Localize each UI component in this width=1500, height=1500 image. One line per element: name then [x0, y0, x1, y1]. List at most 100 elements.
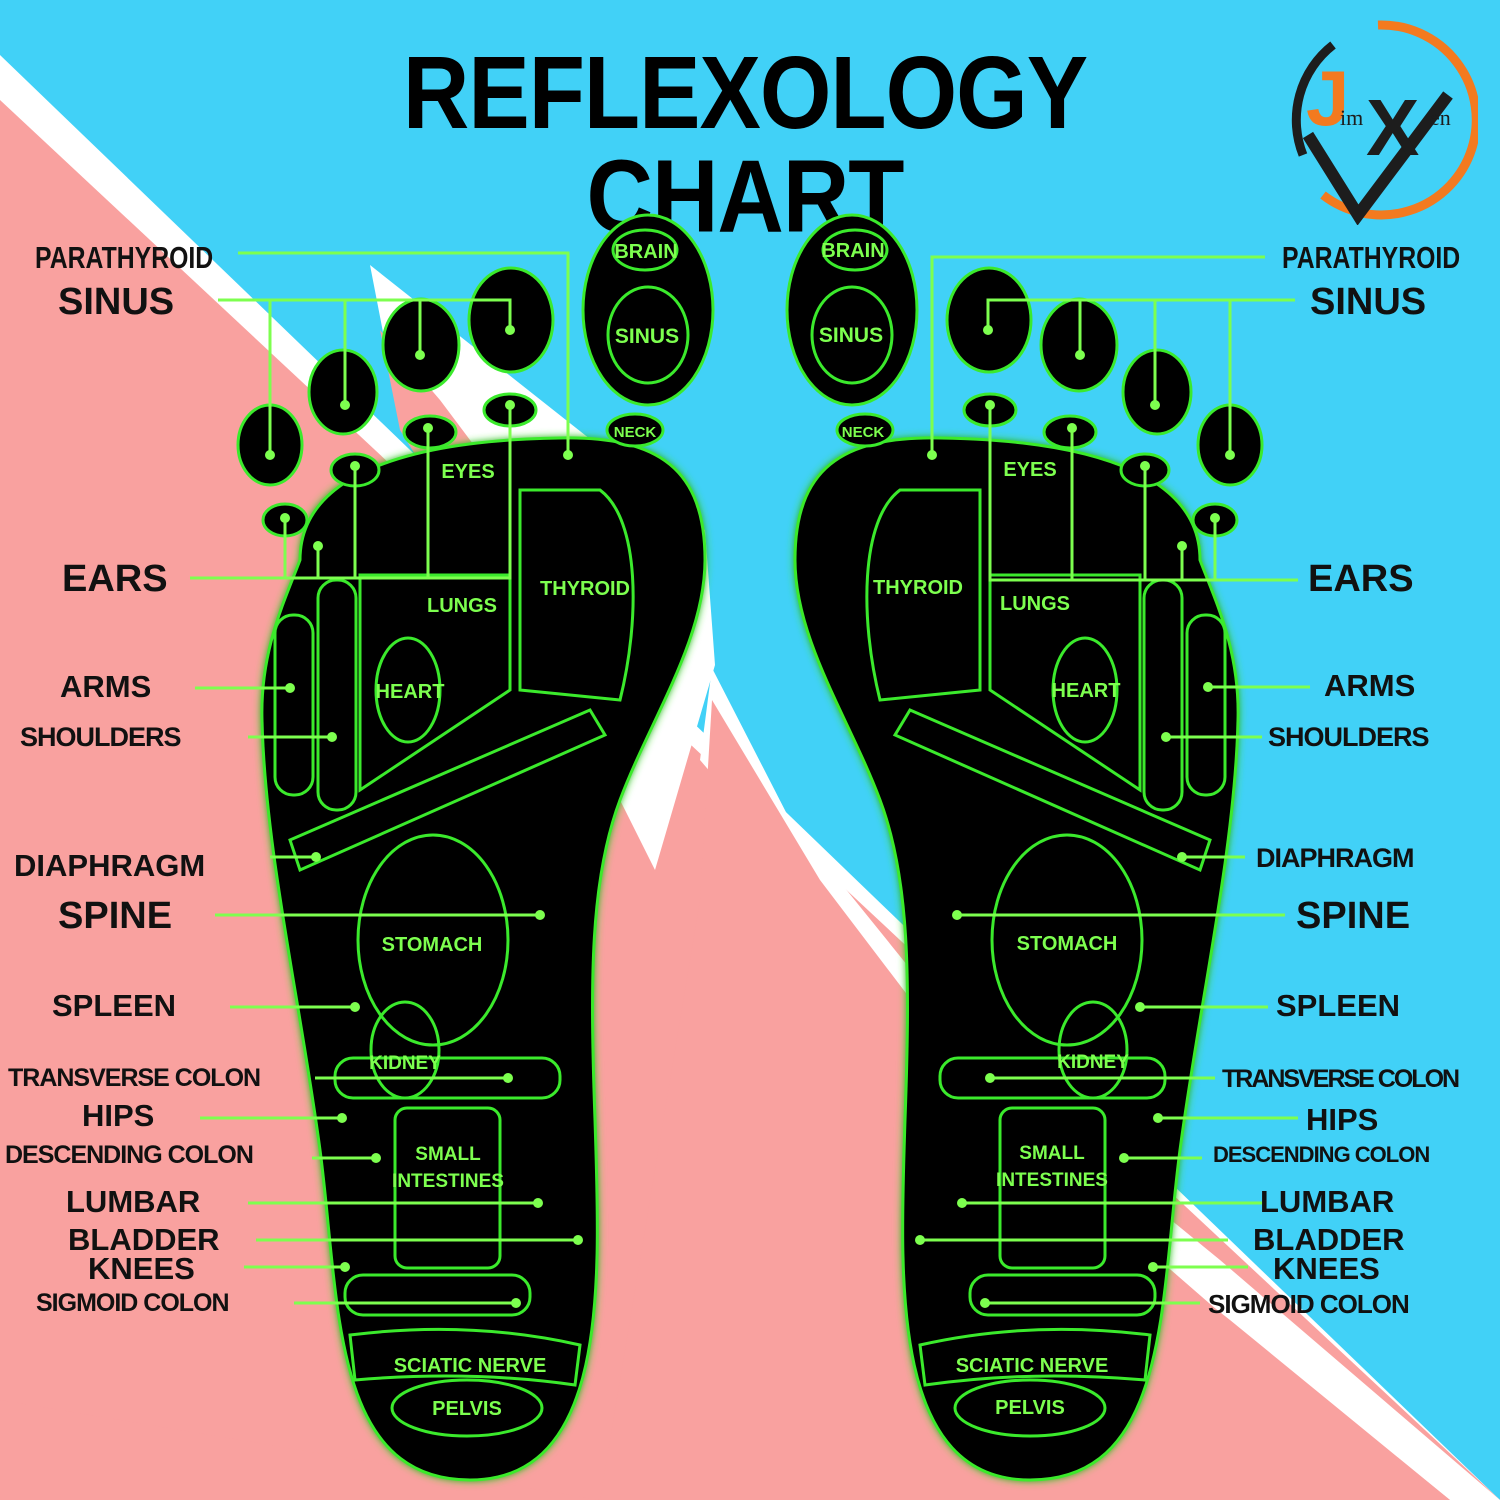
- right-small-label: SMALL: [1019, 1143, 1085, 1164]
- left-label-parathyroid: PARATHYROID: [35, 240, 214, 275]
- right-stomach-zone: [990, 833, 1144, 1047]
- left-stomach-label: STOMACH: [382, 934, 483, 956]
- left-label-lumbar: LUMBAR: [66, 1184, 201, 1219]
- right-pelvis-label: PELVIS: [995, 1397, 1065, 1419]
- right-neck-label: NECK: [842, 424, 885, 441]
- logo-orange-arc: [1320, 20, 1478, 220]
- right-brain-label: BRAIN: [821, 240, 884, 262]
- right-label-diaphragm: DIAPHRAGM: [1256, 843, 1414, 873]
- left-sciatic-zone: [348, 1327, 582, 1387]
- right-heart-label: HEART: [1052, 680, 1121, 702]
- right-ears-connector: [988, 405, 1298, 582]
- left-label-transverse-colon: TRANSVERSE COLON: [8, 1064, 261, 1092]
- left-pelvis-zone: [390, 1378, 544, 1438]
- right-kidney-label: KIDNEY: [1057, 1052, 1129, 1073]
- right-thyroid-zone: [865, 488, 982, 702]
- right-label-spleen: SPLEEN: [1276, 988, 1401, 1023]
- left-parathyroid-connector: [238, 251, 570, 455]
- right-intestines-label: INTESTINES: [996, 1170, 1108, 1191]
- right-sciatic-zone: [918, 1327, 1152, 1387]
- left-thyroid-zone: [518, 488, 635, 702]
- left-label-spleen: SPLEEN: [52, 988, 177, 1023]
- left-diaphragm-band: [288, 708, 608, 873]
- left-label-diaphragm: DIAPHRAGM: [14, 848, 206, 883]
- left-pelvis-label: PELVIS: [432, 1398, 502, 1420]
- left-intestines-label: INTESTINES: [392, 1171, 504, 1192]
- right-sinus-zone: [810, 285, 894, 385]
- right-label-sinus: SINUS: [1310, 281, 1427, 323]
- right-label-arms: ARMS: [1324, 668, 1416, 703]
- right-label-descending-colon: DESCENDING COLON: [1213, 1142, 1430, 1167]
- left-ears-connector: [190, 405, 512, 580]
- right-pelvis-zone: [953, 1378, 1107, 1438]
- left-lungs-zone: [358, 573, 512, 793]
- left-arm-zone: [273, 613, 315, 797]
- left-sciatic-label: SCIATIC NERVE: [394, 1355, 547, 1377]
- left-small-label: SMALL: [415, 1144, 481, 1165]
- right-stomach-label: STOMACH: [1017, 933, 1118, 955]
- right-brain-zone: [821, 228, 889, 272]
- right-label-bladder: BLADDER: [1253, 1222, 1405, 1257]
- right-neck-zone: [835, 412, 895, 448]
- left-lungs-label: LUNGS: [427, 595, 497, 617]
- right-small-intestines: [998, 1106, 1107, 1270]
- logo-dark-arc: [1291, 41, 1336, 157]
- left-foot: [236, 213, 715, 1482]
- left-label-arms: ARMS: [60, 669, 152, 704]
- logo-letters-en: en: [1430, 105, 1451, 130]
- right-sciatic-label: SCIATIC NERVE: [956, 1355, 1109, 1377]
- right-sigmoid-colon: [968, 1273, 1157, 1317]
- logo-check-mark: [1302, 91, 1453, 225]
- left-label-sinus: SINUS: [58, 281, 175, 323]
- right-arm-zone: [1185, 613, 1227, 797]
- left-label-shoulders: SHOULDERS: [20, 722, 182, 752]
- left-heart-zone: [374, 636, 442, 744]
- right-label-shoulders: SHOULDERS: [1268, 722, 1430, 752]
- right-eyes-label: EYES: [1003, 459, 1056, 481]
- right-label-sigmoid-colon: SIGMOID COLON: [1208, 1289, 1410, 1319]
- left-stomach-zone: [356, 833, 510, 1047]
- left-sinus-label: SINUS: [615, 325, 679, 348]
- right-big-toe: [785, 213, 919, 407]
- left-sinus-connector: [218, 298, 512, 330]
- left-label-spine: SPINE: [58, 895, 173, 937]
- left-label-hips: HIPS: [82, 1098, 155, 1133]
- right-label-lumbar: LUMBAR: [1260, 1184, 1395, 1219]
- left-brain-zone: [611, 228, 679, 272]
- foot-zone-labels: BRAIN SINUS NECK EYES LUNGS THYROID HEAR…: [369, 240, 1129, 1420]
- left-label-sigmoid-colon: SIGMOID COLON: [36, 1289, 230, 1317]
- logo-letters-im: im: [1340, 105, 1363, 130]
- left-shoulder-zone: [316, 578, 358, 812]
- left-kidney-label: KIDNEY: [369, 1053, 441, 1074]
- logo-letter-j: J: [1306, 54, 1349, 142]
- right-label-transverse-colon: TRANSVERSE COLON: [1222, 1065, 1460, 1093]
- right-sinus-label: SINUS: [819, 324, 883, 347]
- left-neck-label: NECK: [614, 424, 657, 441]
- left-label-knees: KNEES: [88, 1251, 195, 1286]
- left-brain-label: BRAIN: [614, 241, 677, 263]
- left-label-ears: EARS: [62, 558, 168, 600]
- left-sinus-zone: [606, 285, 690, 385]
- left-heart-label: HEART: [376, 681, 445, 703]
- right-lungs-zone: [988, 573, 1142, 793]
- right-label-ears: EARS: [1308, 558, 1414, 600]
- left-thyroid-label: THYROID: [540, 578, 630, 600]
- right-label-knees: KNEES: [1273, 1251, 1380, 1286]
- left-label-bladder: BLADDER: [68, 1222, 220, 1257]
- logo-letter-x: X: [1366, 83, 1419, 172]
- left-label-descending-colon: DESCENDING COLON: [5, 1141, 254, 1169]
- connector-dots: [265, 325, 1235, 1308]
- right-heart-zone: [1051, 636, 1119, 744]
- left-eyes-label: EYES: [441, 461, 494, 483]
- left-small-intestines: [393, 1106, 502, 1270]
- right-label-spine: SPINE: [1296, 895, 1411, 937]
- left-big-toe: [581, 213, 715, 407]
- left-neck-zone: [605, 412, 665, 448]
- right-thyroid-label: THYROID: [873, 577, 963, 599]
- right-toe-4: [1121, 348, 1193, 436]
- brand-logo: J im X en: [1291, 20, 1478, 225]
- right-label-hips: HIPS: [1306, 1102, 1379, 1137]
- right-diaphragm-band: [892, 708, 1212, 873]
- right-label-parathyroid: PARATHYROID: [1282, 240, 1461, 275]
